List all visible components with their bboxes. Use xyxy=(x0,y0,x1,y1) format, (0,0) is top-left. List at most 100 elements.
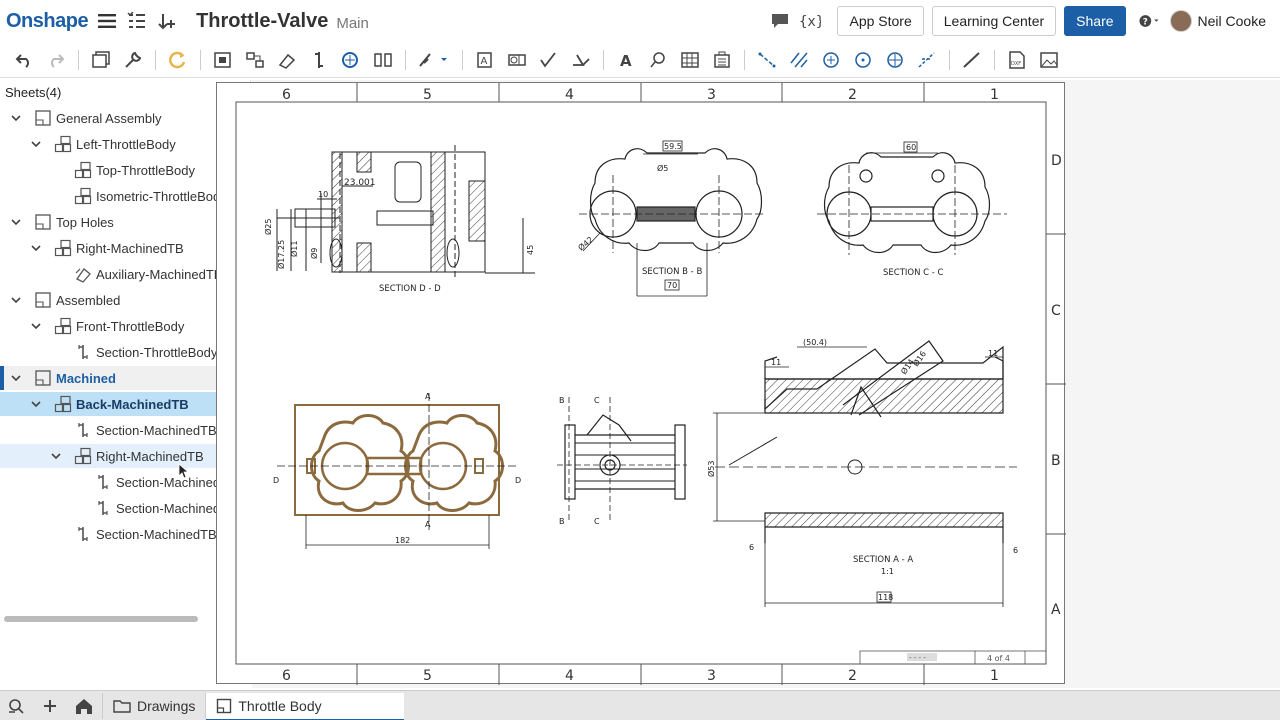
document-title[interactable]: Throttle-Valve xyxy=(196,9,329,32)
point-icon[interactable] xyxy=(884,49,906,71)
centerline-icon[interactable] xyxy=(756,49,778,71)
tree-item-label: General Assembly xyxy=(56,111,162,126)
user-avatar[interactable] xyxy=(1169,10,1192,32)
svg-text:DXF: DXF xyxy=(1011,61,1021,67)
tree-item-label: Section-ThrottleBody xyxy=(96,345,218,360)
svg-text:{x}: {x} xyxy=(799,14,821,30)
tree-view-item[interactable]: Back-MachinedTB xyxy=(0,392,249,416)
tab-manager-icon[interactable] xyxy=(0,693,34,719)
tree-view-item[interactable]: Auxiliary-MachinedTB xyxy=(0,262,249,286)
hatch-icon[interactable] xyxy=(788,49,810,71)
undo-icon[interactable] xyxy=(13,49,35,71)
dim-text: Ø17.25 xyxy=(276,240,286,269)
note-icon[interactable]: A xyxy=(474,49,496,71)
tree-view-item[interactable]: Front-ThrottleBody xyxy=(0,314,249,338)
tree-sheet-item[interactable]: Assembled xyxy=(0,288,249,312)
update-icon[interactable] xyxy=(167,49,189,71)
tree-item-label: Top Holes xyxy=(56,215,114,230)
insert-image-icon[interactable] xyxy=(1038,49,1060,71)
drawing-sheet[interactable]: 6 5 4 3 2 1 6 5 4 3 2 1 D C B A xyxy=(216,82,1066,685)
insert-view-icon[interactable] xyxy=(212,49,234,71)
chevron-down-icon[interactable] xyxy=(30,398,42,410)
branch-label[interactable]: Main xyxy=(336,14,369,32)
tree-view-item[interactable]: Top-ThrottleBody xyxy=(0,158,249,182)
tree-view-item[interactable]: Section-MachinedTB xyxy=(0,496,249,520)
dimension-icon[interactable] xyxy=(417,49,451,71)
drawing-view-icon xyxy=(54,317,72,335)
gtol-icon[interactable] xyxy=(506,49,528,71)
properties-wrench-icon[interactable] xyxy=(122,49,144,71)
toolbar-divider xyxy=(155,49,156,70)
chevron-down-icon[interactable] xyxy=(10,216,22,228)
tree-view-item[interactable]: Section-MachinedTB xyxy=(0,418,249,442)
section-view-icon[interactable] xyxy=(308,49,330,71)
tree-view-item[interactable]: Section-MachinedTB xyxy=(0,470,249,494)
chevron-down-icon[interactable] xyxy=(10,112,22,124)
onshape-logo[interactable]: Onshape xyxy=(6,9,89,32)
feature-list-icon[interactable] xyxy=(126,10,148,32)
tree-sheet-item[interactable]: Machined xyxy=(0,366,249,390)
chevron-down-icon[interactable] xyxy=(30,138,42,150)
tree-item-label: Top-ThrottleBody xyxy=(96,163,195,178)
app-store-button[interactable]: App Store xyxy=(837,6,924,36)
chevron-down-icon[interactable] xyxy=(50,450,62,462)
toolbar-divider xyxy=(200,49,201,70)
share-button[interactable]: Share xyxy=(1064,6,1126,36)
bom-icon[interactable] xyxy=(711,49,733,71)
dim-text: 6 xyxy=(1013,546,1018,555)
help-icon[interactable]: ? xyxy=(1138,10,1160,32)
user-name[interactable]: Neil Cooke xyxy=(1197,13,1266,29)
tree-view-item[interactable]: Right-MachinedTB xyxy=(0,444,249,468)
callout-icon[interactable] xyxy=(647,49,669,71)
auxiliary-view-icon[interactable] xyxy=(276,49,298,71)
text-icon[interactable]: A xyxy=(615,49,637,71)
tree-sheet-item[interactable]: General Assembly xyxy=(0,106,249,130)
home-icon[interactable] xyxy=(66,693,102,719)
tab-drawings-folder[interactable]: Drawings xyxy=(102,692,207,719)
table-icon[interactable] xyxy=(679,49,701,71)
tree-item-label: Left-ThrottleBody xyxy=(76,137,176,152)
tree-sheet-item[interactable]: Top Holes xyxy=(0,210,249,234)
chevron-down-icon[interactable] xyxy=(10,294,22,306)
hamburger-menu-icon[interactable] xyxy=(96,10,118,32)
detail-view-icon[interactable] xyxy=(340,49,362,71)
redo-icon[interactable] xyxy=(45,49,67,71)
surface-finish-icon[interactable] xyxy=(538,49,560,71)
export-dxf-icon[interactable]: DXF xyxy=(1006,49,1028,71)
bolt-circle-icon[interactable] xyxy=(852,49,874,71)
tree-view-item[interactable]: Section-MachinedTB xyxy=(0,522,249,546)
tree-view-item[interactable]: Right-MachinedTB xyxy=(0,236,249,260)
projected-view-icon[interactable] xyxy=(244,49,266,71)
tree-view-item[interactable]: Isometric-ThrottleBody xyxy=(0,184,249,208)
section-d-label: SECTION D - D xyxy=(379,284,441,294)
dim-text: 60 xyxy=(906,143,916,152)
extension-line-icon[interactable] xyxy=(916,49,938,71)
zone-col-label: 3 xyxy=(707,87,716,103)
learning-center-button[interactable]: Learning Center xyxy=(931,6,1057,36)
line-icon[interactable] xyxy=(961,49,983,71)
chevron-down-icon[interactable] xyxy=(10,372,22,384)
centermark-icon[interactable] xyxy=(820,49,842,71)
add-tab-icon[interactable] xyxy=(34,693,66,719)
drawing-view-icon xyxy=(54,239,72,257)
insert-icon[interactable] xyxy=(156,10,178,32)
sidebar-scrollbar[interactable] xyxy=(4,616,198,622)
comments-icon[interactable] xyxy=(769,10,791,32)
tab-throttle-body[interactable]: Throttle Body xyxy=(206,692,405,720)
active-sheet-indicator xyxy=(0,366,4,390)
section-marker: C xyxy=(594,396,600,405)
broken-view-icon[interactable] xyxy=(372,49,394,71)
tree-view-item[interactable]: Left-ThrottleBody xyxy=(0,132,249,156)
section-view-icon xyxy=(74,343,92,361)
weld-symbol-icon[interactable] xyxy=(570,49,592,71)
zone-col-label: 1 xyxy=(990,668,999,684)
svg-text:A: A xyxy=(620,52,632,69)
variables-icon[interactable]: {x} xyxy=(799,10,821,32)
chevron-down-icon[interactable] xyxy=(30,320,42,332)
section-marker: A xyxy=(425,520,431,529)
zone-col-label: 4 xyxy=(565,87,574,103)
zone-row-label: A xyxy=(1051,602,1061,618)
sheets-icon[interactable] xyxy=(90,49,112,71)
tree-view-item[interactable]: Section-ThrottleBody xyxy=(0,340,249,364)
chevron-down-icon[interactable] xyxy=(30,242,42,254)
